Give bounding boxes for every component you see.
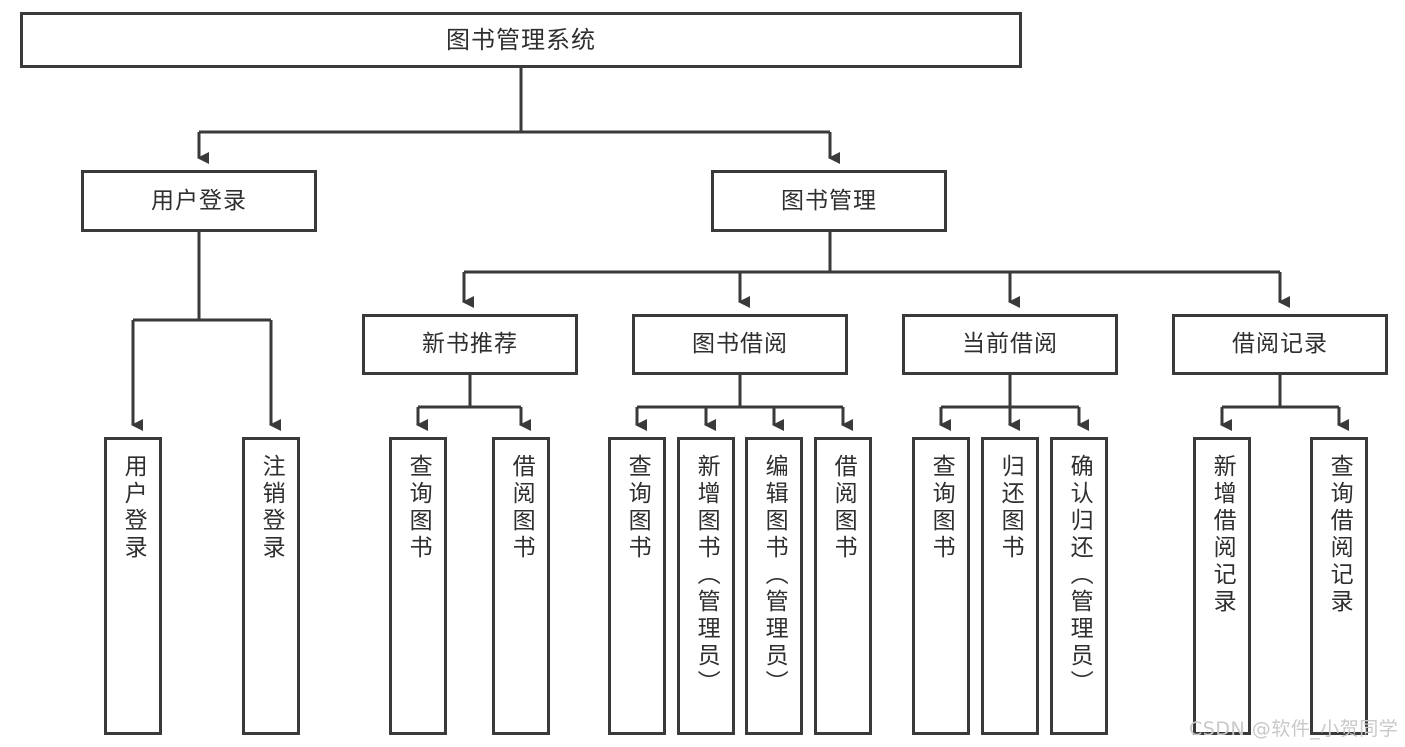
node-label: 当前借阅 <box>962 331 1058 358</box>
leaf-query-book-borrow[interactable]: 查询图书 <box>608 437 666 735</box>
node-label: 用户登录 <box>151 187 247 214</box>
node-book-borrow[interactable]: 图书借阅 <box>632 314 848 375</box>
csdn-watermark: CSDN @软件_小贺同学 <box>1189 718 1399 740</box>
leaf-label: 查询图书 <box>928 454 955 562</box>
leaf-user-login[interactable]: 用户登录 <box>104 437 162 735</box>
leaf-label: 查询图书 <box>405 454 432 562</box>
leaf-label: 用户登录 <box>120 454 147 562</box>
node-new-book-recommend[interactable]: 新书推荐 <box>362 314 578 375</box>
leaf-label: 查询图书 <box>624 454 651 562</box>
leaf-logout[interactable]: 注销登录 <box>242 437 300 735</box>
leaf-label: 注销登录 <box>258 454 285 562</box>
leaf-label: 确认归还（管理员） <box>1066 454 1093 697</box>
node-borrow-record[interactable]: 借阅记录 <box>1172 314 1388 375</box>
leaf-label: 借阅图书 <box>830 454 857 562</box>
leaf-label: 查询借阅记录 <box>1326 454 1353 616</box>
node-root-system[interactable]: 图书管理系统 <box>20 12 1022 68</box>
leaf-query-book-current[interactable]: 查询图书 <box>912 437 970 735</box>
node-label: 图书借阅 <box>692 331 788 358</box>
node-book-management[interactable]: 图书管理 <box>711 170 947 232</box>
node-current-borrow[interactable]: 当前借阅 <box>902 314 1118 375</box>
node-label: 新书推荐 <box>422 331 518 358</box>
leaf-edit-book[interactable]: 编辑图书（管理员） <box>745 437 803 735</box>
leaf-query-borrow-record[interactable]: 查询借阅记录 <box>1310 437 1368 735</box>
leaf-label: 归还图书 <box>997 454 1024 562</box>
leaf-borrow-book-recommend[interactable]: 借阅图书 <box>492 437 550 735</box>
leaf-confirm-return[interactable]: 确认归还（管理员） <box>1050 437 1108 735</box>
leaf-add-borrow-record[interactable]: 新增借阅记录 <box>1193 437 1251 735</box>
node-label: 借阅记录 <box>1232 331 1328 358</box>
node-label: 图书管理 <box>781 187 877 214</box>
node-label: 图书管理系统 <box>446 26 596 54</box>
leaf-borrow-book[interactable]: 借阅图书 <box>814 437 872 735</box>
leaf-query-book-recommend[interactable]: 查询图书 <box>389 437 447 735</box>
leaf-label: 新增图书（管理员） <box>693 454 720 697</box>
leaf-label: 借阅图书 <box>508 454 535 562</box>
leaf-return-book[interactable]: 归还图书 <box>981 437 1039 735</box>
leaf-label: 编辑图书（管理员） <box>761 454 788 697</box>
leaf-add-book[interactable]: 新增图书（管理员） <box>677 437 735 735</box>
leaf-label: 新增借阅记录 <box>1209 454 1236 616</box>
node-user-login[interactable]: 用户登录 <box>81 170 317 232</box>
